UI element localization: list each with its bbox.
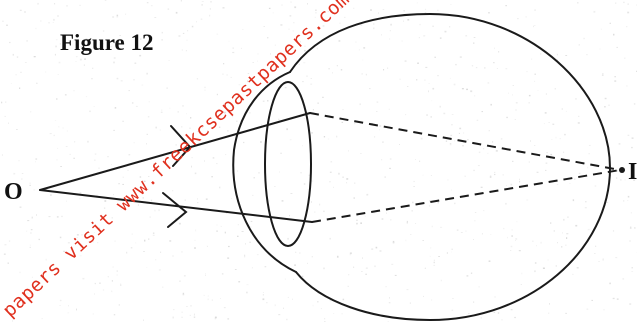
- watermark-text: papers visit www.freekcsepastpapers.com: [0, 0, 354, 322]
- ray-lower-refracted: [312, 170, 620, 222]
- arrowhead-lower: [163, 193, 186, 227]
- image-point: [619, 167, 625, 173]
- ray-lower-incident: [40, 190, 312, 222]
- ray-upper-refracted: [310, 113, 620, 170]
- figure-title: Figure 12: [60, 30, 153, 55]
- object-label: O: [4, 179, 23, 205]
- eyeball-outline: [290, 14, 610, 320]
- image-label: I: [628, 159, 637, 185]
